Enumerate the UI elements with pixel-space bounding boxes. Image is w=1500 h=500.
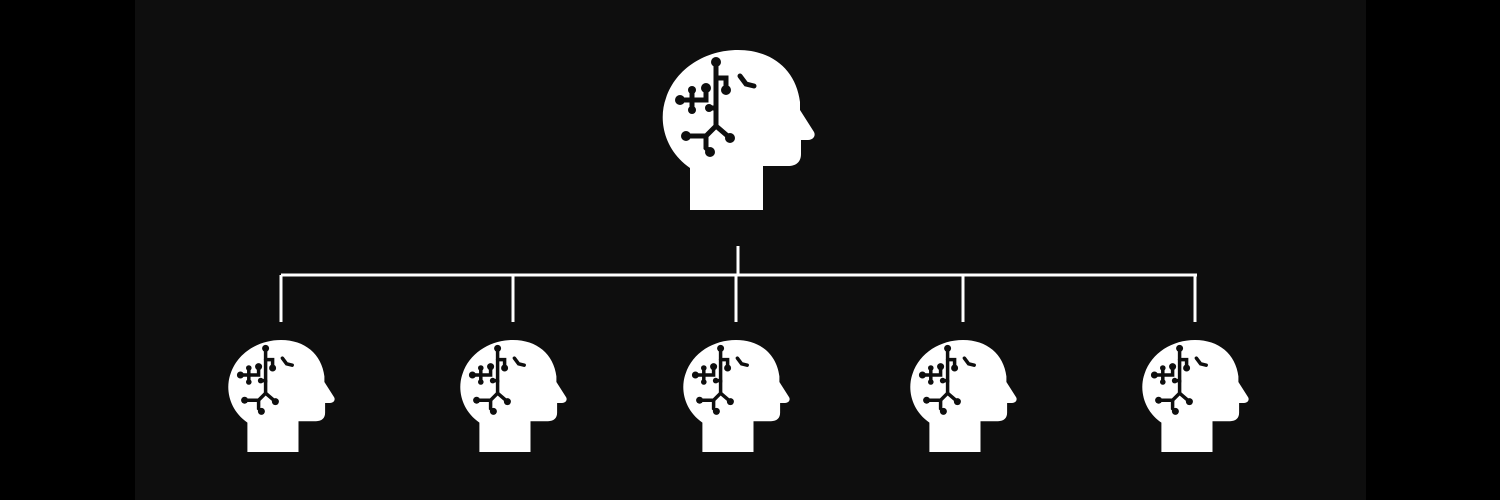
connector-lines bbox=[279, 246, 1197, 322]
